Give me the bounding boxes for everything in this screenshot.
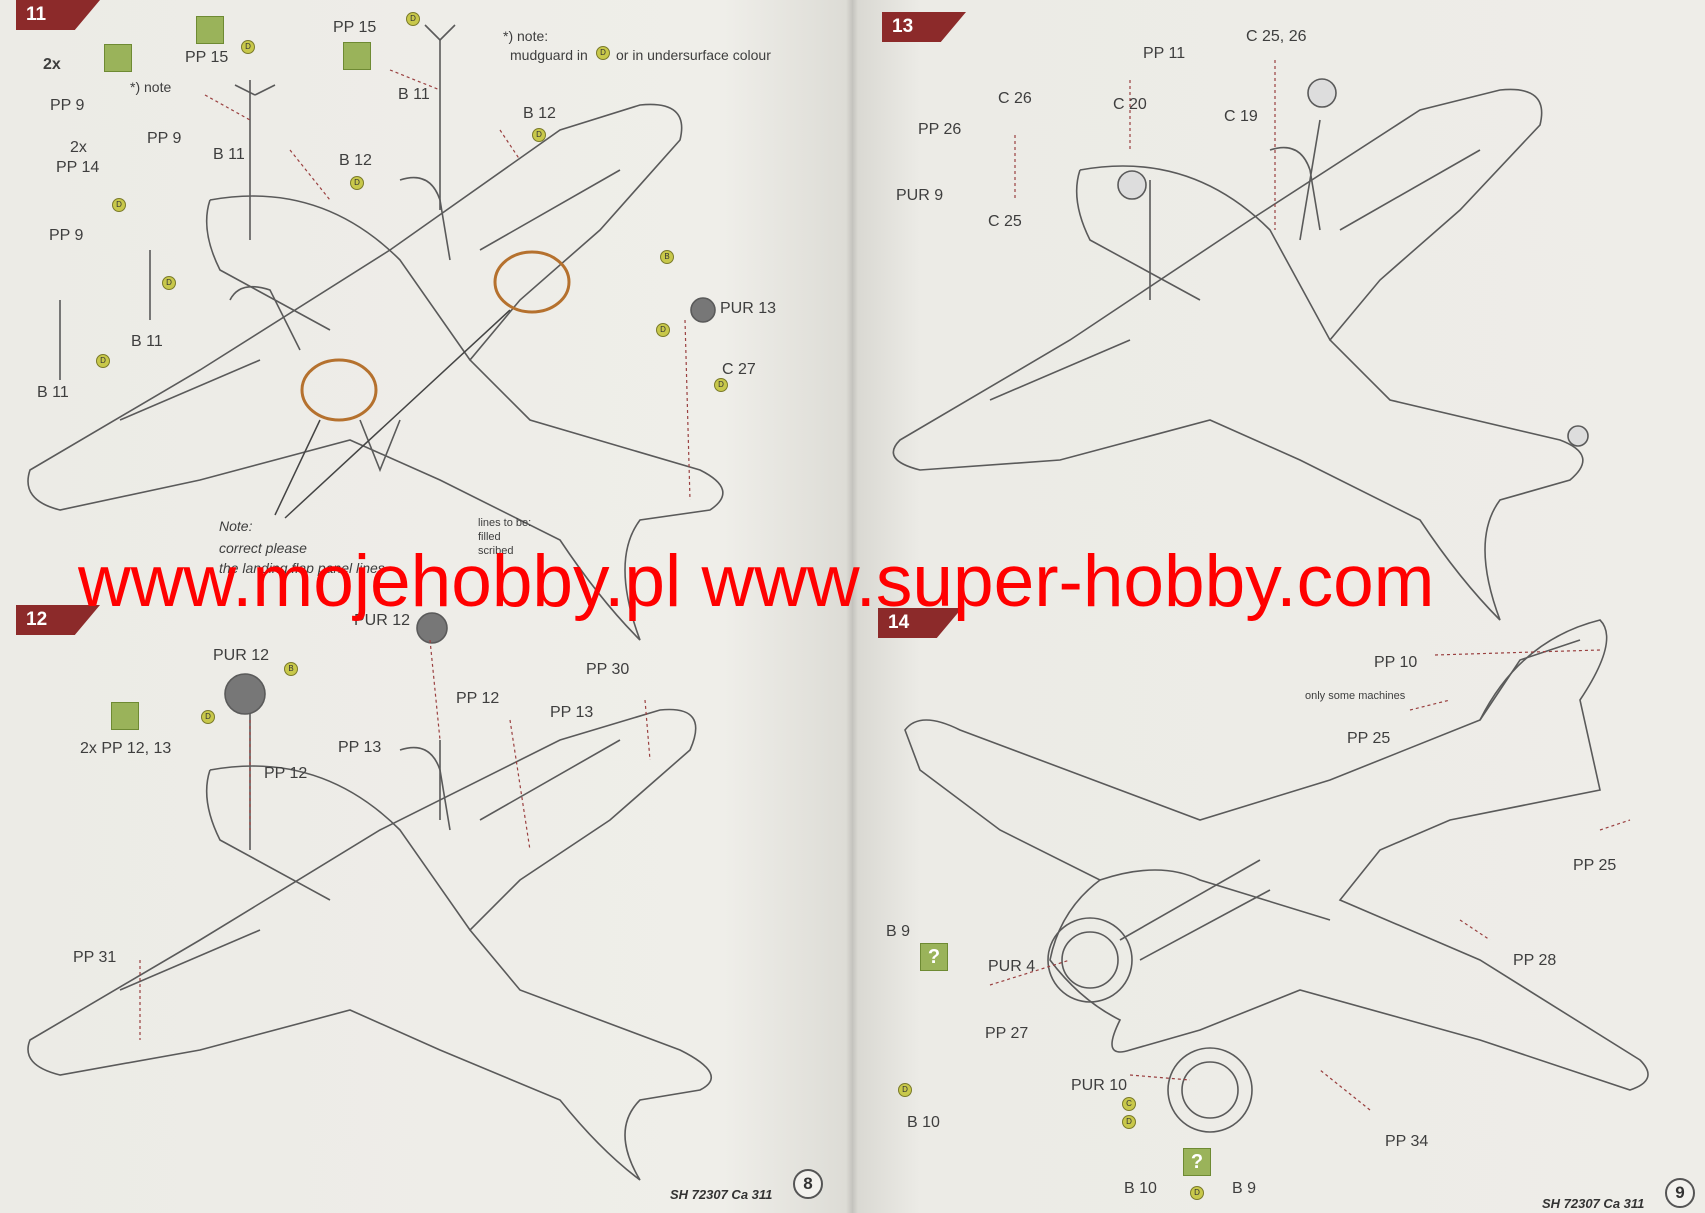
part-label-pp11: PP 11: [1143, 45, 1186, 62]
paint-code-dot: D: [1190, 1186, 1204, 1200]
paint-code-dot: D: [201, 710, 215, 724]
paint-chip-icon: [111, 702, 139, 730]
part-label-pp9: PP 9: [49, 227, 84, 244]
paint-code-dot: D: [406, 12, 420, 26]
part-label-pp28: PP 28: [1513, 952, 1557, 969]
paint-chip-icon: [343, 42, 371, 70]
part-label-b12: B 12: [339, 152, 372, 169]
only-some-machines-note: only some machines: [1305, 690, 1406, 702]
highlight-circles: [300, 250, 571, 422]
page-left: [0, 0, 852, 1213]
paint-chip-icon: [104, 44, 132, 72]
watermark-text: www.mojehobby.pl www.super-hobby.com: [78, 541, 1435, 622]
question-mark-icon: ?: [1183, 1148, 1211, 1176]
page-number-right: 9: [1665, 1178, 1695, 1208]
paint-code-dot: D: [714, 378, 728, 392]
gear-parts: [59, 24, 1321, 850]
part-label-pur12: PUR 12: [354, 612, 411, 629]
paint-code-dot: D: [1122, 1115, 1136, 1129]
step-11-tab: 11: [16, 0, 100, 30]
part-label-pp12: PP 12: [264, 765, 308, 782]
part-label-pp25: PP 25: [1573, 857, 1617, 874]
part-label-b10: B 10: [907, 1114, 940, 1131]
mudguard-note-text-2: or in undersurface colour: [616, 47, 771, 63]
part-label-pp26: PP 26: [918, 121, 962, 138]
page-number-left: 8: [793, 1169, 823, 1199]
mudguard-note-title: *) note:: [503, 28, 549, 44]
part-label-b11: B 11: [37, 384, 69, 401]
part-label-b9: B 9: [886, 923, 911, 940]
lines-legend-filled: filled: [478, 531, 501, 543]
part-label-b9: B 9: [1232, 1180, 1257, 1197]
part-label-c26: C 26: [998, 90, 1032, 107]
wheels: [224, 78, 1589, 715]
note-ref: *) note: [130, 79, 172, 95]
part-label-b11: B 11: [131, 333, 163, 350]
footer-code-right: SH 72307 Ca 311: [1542, 1196, 1645, 1211]
part-label-pur13: PUR 13: [720, 300, 777, 317]
part-label-pur12: PUR 12: [213, 647, 270, 664]
part-label-pur9: PUR 9: [896, 187, 944, 204]
paint-code-dot: D: [596, 46, 610, 60]
aircraft-step-14: [904, 619, 1649, 1133]
part-label-c20: C 20: [1113, 96, 1147, 113]
paint-code-dot: C: [1122, 1097, 1136, 1111]
part-label-pp14: PP 14: [56, 159, 100, 176]
part-label-c25: C 25: [988, 213, 1022, 230]
aircraft-step-13: [892, 88, 1584, 621]
footer-code-left: SH 72307 Ca 311: [670, 1187, 773, 1202]
paint-chip-icon: [196, 16, 224, 44]
quantity-label: 2x: [43, 56, 61, 73]
paint-code-dot: D: [532, 128, 546, 142]
paint-code-dot: D: [162, 276, 176, 290]
aircraft-step-12: [27, 708, 712, 1181]
part-label-pp13: PP 13: [550, 704, 594, 721]
lines-legend-title: lines to be:: [478, 517, 532, 529]
part-label-pp13: PP 13: [338, 739, 382, 756]
paint-code-dot: D: [112, 198, 126, 212]
flap-note-line-2: the landing flap panel lines: [219, 560, 385, 576]
part-label-pur10: PUR 10: [1071, 1077, 1128, 1094]
part-label-pp25: PP 25: [1347, 730, 1391, 747]
quantity-label: 2x PP 12, 13: [80, 740, 172, 757]
question-mark-icon: ?: [920, 943, 948, 971]
part-label-pp10: PP 10: [1374, 654, 1418, 671]
part-label-pp15: PP 15: [333, 19, 377, 36]
part-label-b11: B 11: [398, 86, 430, 103]
part-label-b11: B 11: [213, 146, 245, 163]
part-label-pp9: PP 9: [50, 97, 85, 114]
mudguard-note-text: mudguard in: [510, 47, 588, 63]
part-label-pp27: PP 27: [985, 1025, 1029, 1042]
note-pointers: [274, 309, 511, 519]
flap-note-title: Note:: [219, 518, 253, 534]
part-label-pur4: PUR 4: [988, 958, 1036, 975]
part-label-pp34: PP 34: [1385, 1133, 1429, 1150]
part-label-pp15: PP 15: [185, 49, 229, 66]
paint-code-dot: D: [96, 354, 110, 368]
paint-code-dot: D: [656, 323, 670, 337]
part-label-b12: B 12: [523, 105, 556, 122]
flap-note-line: correct please: [219, 540, 307, 556]
assembly-arrows: [139, 60, 1631, 1111]
lines-legend-scribed: scribed: [478, 545, 514, 557]
aircraft-step-11: [27, 103, 724, 641]
part-label-pp30: PP 30: [586, 661, 630, 678]
quantity-label: 2x: [70, 139, 87, 156]
page-gutter: [846, 0, 858, 1213]
part-label-pp12: PP 12: [456, 690, 500, 707]
part-label-pp9: PP 9: [147, 130, 182, 147]
paint-code-dot: D: [350, 176, 364, 190]
part-label-c19: C 19: [1224, 108, 1258, 125]
paint-code-dot: B: [284, 662, 298, 676]
part-label-c27: C 27: [722, 361, 756, 378]
paint-code-dot: D: [241, 40, 255, 54]
paint-code-dot: D: [898, 1083, 912, 1097]
part-label-c25-26: C 25, 26: [1246, 28, 1307, 45]
part-label-b10: B 10: [1124, 1180, 1157, 1197]
part-label-pp31: PP 31: [73, 949, 117, 966]
paint-code-dot: B: [660, 250, 674, 264]
